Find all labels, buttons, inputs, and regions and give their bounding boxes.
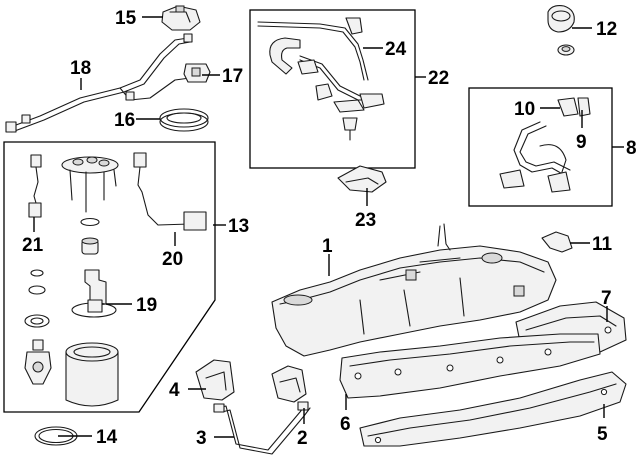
callout-9: 9 — [576, 132, 587, 153]
part-17-clip — [183, 63, 211, 83]
part-11-clip — [541, 231, 573, 253]
callout-10: 10 — [514, 99, 535, 120]
callout-18: 18 — [70, 58, 91, 79]
group-box-13 — [3, 141, 216, 413]
part-3-strap — [213, 401, 311, 455]
callout-22: 22 — [428, 68, 449, 89]
callout-2: 2 — [297, 428, 308, 449]
part-15-connector — [161, 5, 201, 31]
part-4-bracket — [195, 359, 235, 401]
callout-16: 16 — [114, 110, 135, 131]
part-1-fuel-tank — [271, 223, 557, 357]
callout-23: 23 — [355, 210, 376, 231]
part-2-bracket — [271, 365, 307, 403]
part-19-fuel-pump — [71, 269, 117, 318]
part-20-level-sensor — [133, 152, 207, 231]
callout-1: 1 — [322, 236, 333, 257]
callout-7: 7 — [601, 288, 612, 309]
callout-14: 14 — [96, 427, 118, 448]
part-21-sender-wire — [28, 154, 42, 218]
part-pump-module — [61, 156, 119, 255]
callout-12: 12 — [596, 19, 617, 40]
callout-3: 3 — [196, 428, 207, 449]
callout-labels: 15 18 17 16 13 21 20 19 14 22 24 23 8 9 … — [22, 8, 637, 449]
group-box-22 — [249, 9, 416, 169]
callout-15: 15 — [115, 8, 137, 29]
part-6-protector — [339, 333, 601, 399]
part-12-fuel-cap — [547, 5, 575, 56]
part-22-hoses — [269, 37, 385, 141]
part-18-fuel-lines — [5, 33, 193, 133]
callout-13: 13 — [228, 216, 249, 237]
part-16-ring — [159, 108, 209, 132]
callout-19: 19 — [136, 295, 157, 316]
callout-17: 17 — [222, 66, 243, 87]
callout-11: 11 — [592, 234, 613, 255]
group-box-8 — [468, 87, 613, 207]
part-8-filler-neck — [499, 97, 591, 193]
callout-20: 20 — [162, 249, 183, 270]
part-23-bracket — [337, 165, 387, 193]
part-regulator — [24, 339, 52, 385]
part-5-skid-plate — [359, 371, 627, 447]
callout-5: 5 — [597, 424, 608, 445]
leader-lines — [33, 16, 624, 438]
callout-6: 6 — [340, 414, 351, 435]
callout-4: 4 — [169, 380, 180, 401]
part-24-vent-line — [257, 17, 369, 81]
part-filter-cylinder — [65, 342, 119, 407]
callout-8: 8 — [626, 138, 637, 159]
callout-21: 21 — [22, 235, 44, 256]
part-seals-left — [24, 269, 50, 328]
callout-24: 24 — [385, 39, 407, 60]
